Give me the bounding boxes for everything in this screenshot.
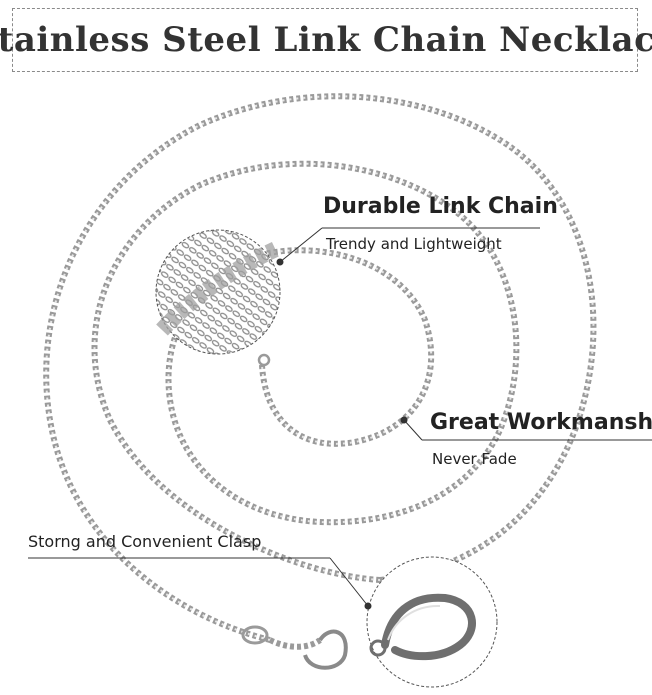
callout-lines bbox=[28, 227, 652, 610]
necklace-chain-icon bbox=[43, 93, 597, 670]
title-band: Stainless Steel Link Chain Necklace bbox=[0, 0, 652, 80]
durable-sub: Trendy and Lightweight bbox=[326, 235, 502, 253]
page-title: Stainless Steel Link Chain Necklace bbox=[0, 20, 652, 60]
clasp-heading: Storng and Convenient Clasp bbox=[28, 532, 262, 551]
workmanship-heading: Great Workmanship bbox=[430, 410, 652, 435]
title-box: Stainless Steel Link Chain Necklace bbox=[0, 8, 652, 72]
workmanship-sub: Never Fade bbox=[432, 450, 517, 468]
chain-closeup-icon bbox=[155, 229, 282, 355]
lobster-clasp-icon bbox=[366, 556, 498, 688]
durable-heading: Durable Link Chain bbox=[323, 194, 558, 219]
